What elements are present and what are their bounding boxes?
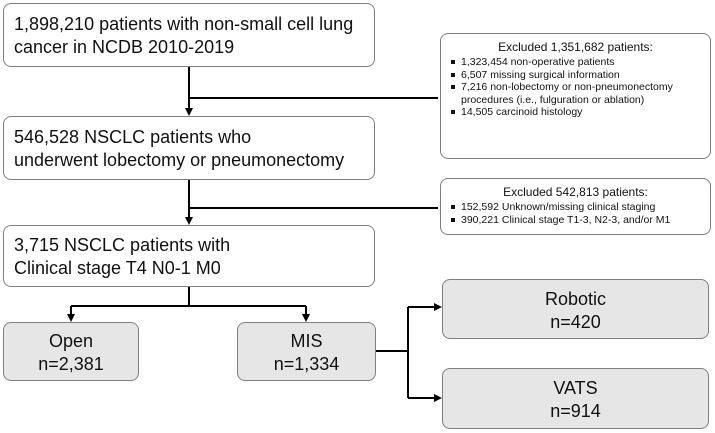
mis-label: MIS	[290, 331, 323, 351]
exclusion-box-1: Excluded 1,351,682 patients: 1,323,454 n…	[440, 33, 711, 159]
vats-box: VATS n=914	[442, 368, 709, 429]
exclusion-1-item: 14,505 carcinoid histology	[451, 106, 704, 119]
robotic-box: Robotic n=420	[442, 279, 709, 339]
t4-patients-box: 3,715 NSCLC patients with Clinical stage…	[3, 225, 375, 287]
surgical-patients-line1: 546,528 NSCLC patients who	[14, 127, 252, 147]
exclusion-2-item: 152,592 Unknown/missing clinical staging	[451, 201, 704, 214]
robotic-label: Robotic	[544, 289, 607, 309]
exclusion-box-2: Excluded 542,813 patients: 152,592 Unkno…	[440, 178, 711, 235]
open-box: Open n=2,381	[3, 322, 139, 381]
open-label: Open	[48, 331, 94, 351]
surgical-patients-line2: underwent lobectomy or pneumonectomy	[14, 150, 345, 170]
t4-patients-line1: 3,715 NSCLC patients with	[14, 235, 231, 255]
total-patients-box: 1,898,210 patients with non-small cell l…	[3, 3, 375, 67]
vats-label: VATS	[553, 378, 598, 398]
open-count: n=2,381	[38, 354, 104, 374]
vats-count: n=914	[550, 401, 601, 421]
exclusion-1-item: 1,323,454 non-operative patients	[451, 56, 704, 69]
t4-patients-line2: Clinical stage T4 N0-1 M0	[14, 258, 221, 278]
exclusion-2-item: 390,221 Clinical stage T1-3, N2-3, and/o…	[451, 214, 704, 227]
exclusion-1-item: 6,507 missing surgical information	[451, 69, 704, 82]
surgical-patients-box: 546,528 NSCLC patients who underwent lob…	[3, 116, 375, 180]
exclusion-1-header: Excluded 1,351,682 patients:	[498, 40, 653, 54]
exclusion-1-item: 7,216 non-lobectomy or non-pneumonectomy…	[451, 81, 704, 106]
exclusion-2-header: Excluded 542,813 patients:	[503, 185, 648, 199]
total-patients-line1: 1,898,210 patients with non-small cell l…	[14, 14, 354, 34]
total-patients-line2: cancer in NCDB 2010-2019	[14, 37, 235, 57]
mis-count: n=1,334	[273, 354, 340, 374]
robotic-count: n=420	[550, 312, 601, 332]
mis-box: MIS n=1,334	[237, 322, 376, 381]
exclusion-1-list: 1,323,454 non-operative patients 6,507 m…	[441, 56, 710, 119]
exclusion-2-list: 152,592 Unknown/missing clinical staging…	[441, 201, 710, 226]
